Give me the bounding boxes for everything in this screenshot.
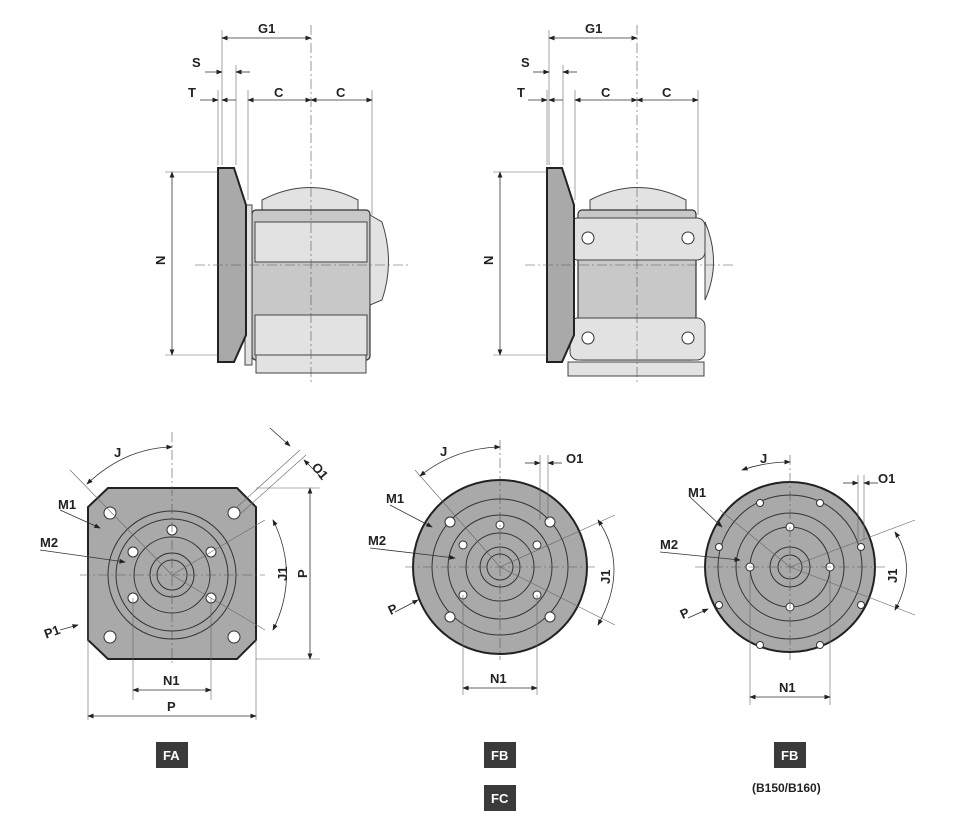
- flange-view-fb-b150: J O1 M1 M2 P J1 N1 FB (B150/B160): [659, 451, 916, 795]
- flange-view-fa: J O1 M1 M2 P1 J1 P N1 P FA: [39, 427, 332, 768]
- tag-fb-label: FB: [781, 748, 798, 763]
- dim-m2: M2: [40, 535, 58, 550]
- tag-fc: [484, 785, 516, 811]
- tag-fa: [156, 742, 188, 768]
- dim-o1: O1: [878, 471, 895, 486]
- tag-fa-label: FA: [163, 748, 180, 763]
- dim-p: P: [386, 600, 400, 617]
- dim-m1: M1: [386, 491, 404, 506]
- dim-n1: N1: [490, 671, 507, 686]
- model-note: (B150/B160): [752, 781, 821, 795]
- dim-j: J: [440, 444, 447, 459]
- dim-g1: G1: [258, 21, 275, 36]
- dim-j1: J1: [275, 567, 290, 581]
- flange-plate: [546, 167, 575, 363]
- dim-j: J: [114, 445, 121, 460]
- dim-c2: C: [336, 85, 346, 100]
- dim-c1: C: [601, 85, 611, 100]
- tag-fb: [484, 742, 516, 768]
- dim-n: N: [481, 256, 496, 265]
- flange-view-fb-fc: J O1 M1 M2 P J1 N1 FB FC: [368, 440, 616, 811]
- side-view-left: G1 S T C C N: [153, 21, 410, 385]
- tag-fc-label: FC: [491, 791, 509, 806]
- dim-p-vertical: P: [295, 569, 310, 578]
- dim-p1: P1: [42, 622, 62, 642]
- dim-j: J: [760, 451, 767, 466]
- dim-c2: C: [662, 85, 672, 100]
- dim-t: T: [517, 85, 525, 100]
- dim-m2: M2: [660, 537, 678, 552]
- dim-j1: J1: [885, 569, 900, 583]
- dim-n1: N1: [779, 680, 796, 695]
- dim-p-horizontal: P: [167, 699, 176, 714]
- dim-g1: G1: [585, 21, 602, 36]
- dim-s: S: [192, 55, 201, 70]
- dim-j1: J1: [598, 570, 613, 584]
- tag-fb: [774, 742, 806, 768]
- gearbox-body: [567, 187, 714, 377]
- dim-c1: C: [274, 85, 284, 100]
- tag-fb-label: FB: [491, 748, 508, 763]
- dim-n: N: [153, 256, 168, 265]
- dim-t: T: [188, 85, 196, 100]
- dim-n1: N1: [163, 673, 180, 688]
- side-view-right: G1 S T C C N: [481, 21, 735, 385]
- dim-m1: M1: [688, 485, 706, 500]
- square-flange: [87, 487, 257, 660]
- dim-o1: O1: [309, 460, 332, 483]
- dim-s: S: [521, 55, 530, 70]
- gearbox-body: [244, 187, 389, 374]
- dim-m1: M1: [58, 497, 76, 512]
- dim-m2: M2: [368, 533, 386, 548]
- dim-p: P: [678, 604, 692, 621]
- dim-o1: O1: [566, 451, 583, 466]
